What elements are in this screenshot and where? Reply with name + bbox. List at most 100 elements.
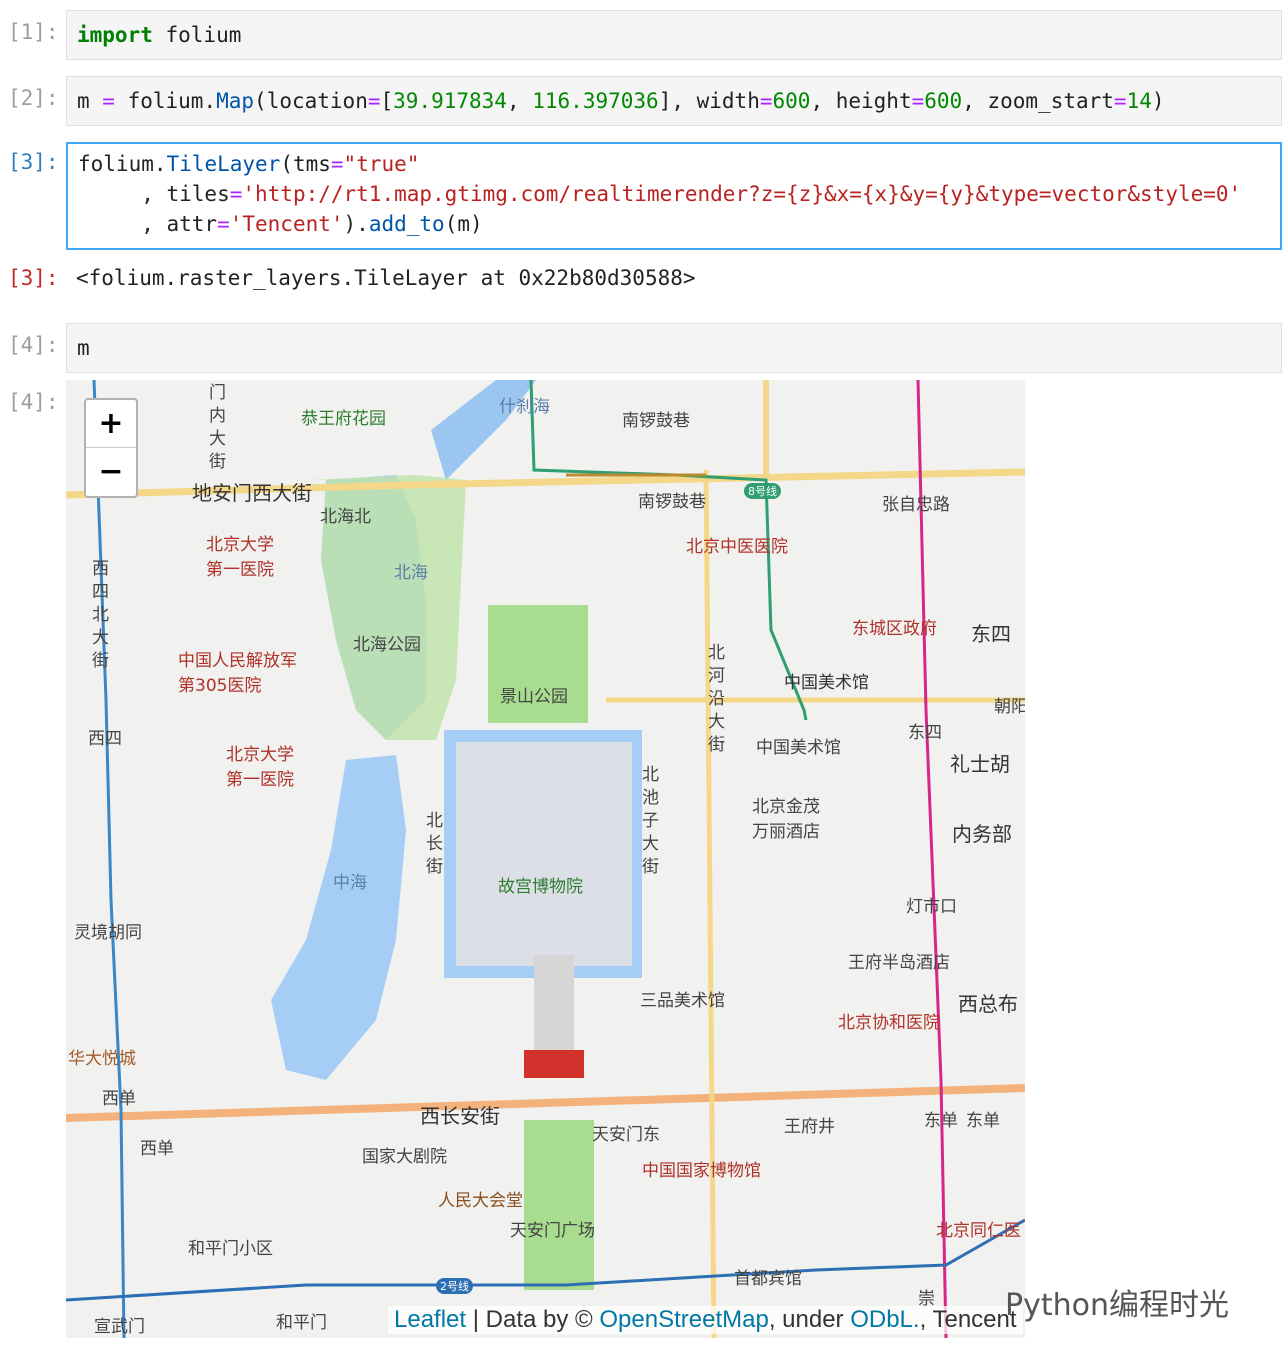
map-label: 西四 (88, 729, 122, 749)
map-label: 东四 (908, 723, 942, 743)
map-label: 西长安街 (420, 1104, 500, 1128)
water-zhongnanhai (271, 755, 406, 1080)
map-label: 2号线 (436, 1278, 473, 1294)
code-token: TileLayer (166, 152, 281, 176)
map-label: 北京中医医院 (686, 537, 788, 557)
code-token: = (911, 89, 925, 113)
road-changan (66, 1084, 1025, 1122)
code-token: 600 (924, 89, 963, 113)
code-token: (tms (280, 152, 331, 176)
map-label: 北京协和医院 (838, 1013, 940, 1033)
map-label: 王府半岛酒店 (848, 953, 950, 973)
watermark: Python编程时光 (1005, 1288, 1229, 1323)
cell-1-prompt: [1]: (8, 20, 59, 44)
code-token: [ (380, 89, 394, 113)
map-label: 天安门广场 (510, 1221, 595, 1241)
code-token: "true" (343, 152, 420, 176)
code-token: , height (810, 89, 912, 113)
map-label: 国家大剧院 (362, 1147, 447, 1167)
road-dianmen (66, 468, 1025, 499)
code-token: ], width (658, 89, 760, 113)
code-token: (location (254, 89, 368, 113)
metro-line-4 (92, 380, 126, 1338)
code-token: (m) (444, 212, 483, 236)
code-token: 116.397036 (532, 89, 659, 113)
leaflet-map[interactable]: 门内大街 恭王府花园 什刹海 南锣鼓巷 地安门西大街 北海北 南锣鼓巷 8号线 … (66, 380, 1025, 1338)
code-token: ). (343, 212, 369, 236)
cell-2-input[interactable]: m = folium.Map(location=[39.917834, 116.… (66, 76, 1282, 126)
map-label: 华大悦城 (68, 1049, 136, 1069)
cell-4-output-prompt: [4]: (8, 390, 59, 414)
code-token: m (77, 89, 103, 113)
map-label: 灯市口 (906, 897, 957, 917)
attribution-text: , under (768, 1306, 851, 1333)
map-label: 西单 (140, 1139, 174, 1159)
metro-line-8 (529, 380, 808, 721)
park-jingshan (488, 605, 588, 723)
zoom-in-button[interactable]: + (86, 400, 136, 448)
map-label: 中国国家博物馆 (642, 1161, 761, 1181)
code-token: ) (1151, 89, 1165, 113)
code-token: = (102, 89, 115, 113)
leaflet-link[interactable]: Leaflet (394, 1306, 467, 1333)
map-attribution: Leaflet | Data by © OpenStreetMap, under… (388, 1306, 1023, 1334)
map-label: 中国人民解放军第305医院 (178, 651, 297, 696)
water-shichahai (431, 380, 536, 480)
map-label: 西单 (102, 1089, 136, 1109)
zoom-out-button[interactable]: − (98, 454, 124, 489)
map-label: 内务部 (952, 822, 1012, 846)
map-label: 三品美术馆 (640, 991, 725, 1011)
code-token: m (77, 336, 90, 360)
code-token: , (506, 89, 533, 113)
map-label: 礼士胡 (950, 752, 1010, 776)
map-label: 人民大会堂 (438, 1191, 523, 1211)
map-label: 北长街 (426, 811, 443, 877)
tiananmen-square (524, 1120, 594, 1290)
map-label: 灵境胡同 (74, 923, 142, 943)
cell-4-prompt: [4]: (8, 333, 59, 357)
map-label: 地安门西大街 (192, 481, 312, 505)
attribution-text: , Tencent (919, 1306, 1017, 1333)
map-label: 中海 (333, 873, 367, 893)
code-token: 39.917834 (393, 89, 507, 113)
map-label: 北海公园 (353, 635, 421, 655)
code-token: folium. (114, 89, 217, 113)
map-label: 南锣鼓巷 (638, 492, 706, 512)
cell-4-input[interactable]: m (66, 323, 1282, 373)
map-label: 东城区政府 (852, 619, 937, 639)
odbl-link[interactable]: ODbL. (850, 1306, 920, 1333)
cell-3-output: <folium.raster_layers.TileLayer at 0x22b… (76, 266, 696, 290)
map-label: 张自忠路 (882, 495, 950, 515)
code-token: = (229, 182, 243, 206)
zoom-control: + − (84, 398, 138, 498)
map-label: 东单 (966, 1111, 1000, 1131)
cell-1-input[interactable]: import folium (66, 10, 1282, 60)
cell-2-prompt: [2]: (8, 86, 59, 110)
code-token: = (1113, 89, 1127, 113)
map-label: 西四北大街 (92, 559, 109, 671)
cell-3-prompt: [3]: (8, 150, 59, 174)
map-label: 中国美术馆 (784, 673, 869, 693)
code-token: 14 (1126, 89, 1152, 113)
code-token: , tiles (78, 182, 230, 206)
map-tiles (66, 380, 1025, 1338)
map-label: 北海北 (320, 507, 371, 527)
map-label: 和平门小区 (188, 1239, 273, 1259)
metro-line-2 (66, 1218, 1025, 1302)
code-token: = (217, 212, 230, 236)
map-label: 王府井 (784, 1117, 835, 1137)
code-token: folium (152, 23, 242, 47)
code-token: = (367, 89, 381, 113)
code-token: 'http://rt1.map.gtimg.com/realtimerender… (242, 182, 1242, 206)
map-label: 北河沿大街 (708, 643, 725, 755)
map-label: 恭王府花园 (301, 409, 386, 429)
forbidden-city (456, 742, 632, 966)
openstreetmap-link[interactable]: OpenStreetMap (599, 1306, 769, 1333)
map-label: 景山公园 (500, 687, 568, 707)
code-token: = (759, 89, 773, 113)
map-label: 西总布 (958, 992, 1018, 1016)
map-label: 北京金茂万丽酒店 (752, 797, 820, 842)
map-label: 南锣鼓巷 (622, 411, 690, 431)
cell-3-input[interactable]: folium.TileLayer(tms="true" , tiles='htt… (66, 142, 1282, 250)
map-label: 和平门 (276, 1313, 327, 1333)
